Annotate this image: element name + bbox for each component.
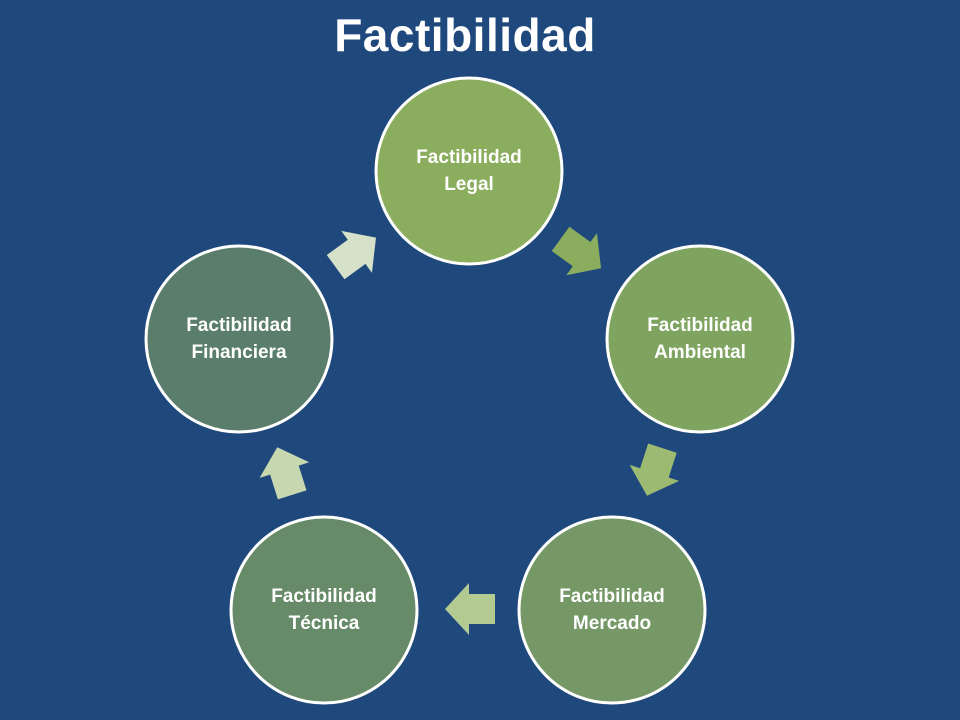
node-label-line2: Ambiental [654,342,746,363]
cycle-arrow-icon [551,226,602,276]
node-circle-tecnica [229,515,419,705]
cycle-arrow-icon [445,583,495,635]
slide-title: Factibilidad [334,9,596,61]
node-label-line1: Factibilidad [271,586,377,607]
cycle-arrow-icon [326,230,376,280]
cycle-arrow-icon [259,447,310,500]
cycle-arrow-icon [629,443,680,496]
node-label-line1: Factibilidad [559,586,665,607]
node-circle-ambiental [605,244,795,434]
node-circle-mercado [517,515,707,705]
node-label-line2: Técnica [288,613,360,634]
node-label-line1: Factibilidad [416,147,522,168]
node-circle-financiera [144,244,334,434]
node-label-line1: Factibilidad [186,315,292,336]
node-label-line2: Mercado [572,613,652,634]
node-circle-legal [374,76,564,266]
node-label-line2: Legal [444,174,494,195]
node-label-line1: Factibilidad [647,315,753,336]
node-label-line2: Financiera [191,342,287,363]
